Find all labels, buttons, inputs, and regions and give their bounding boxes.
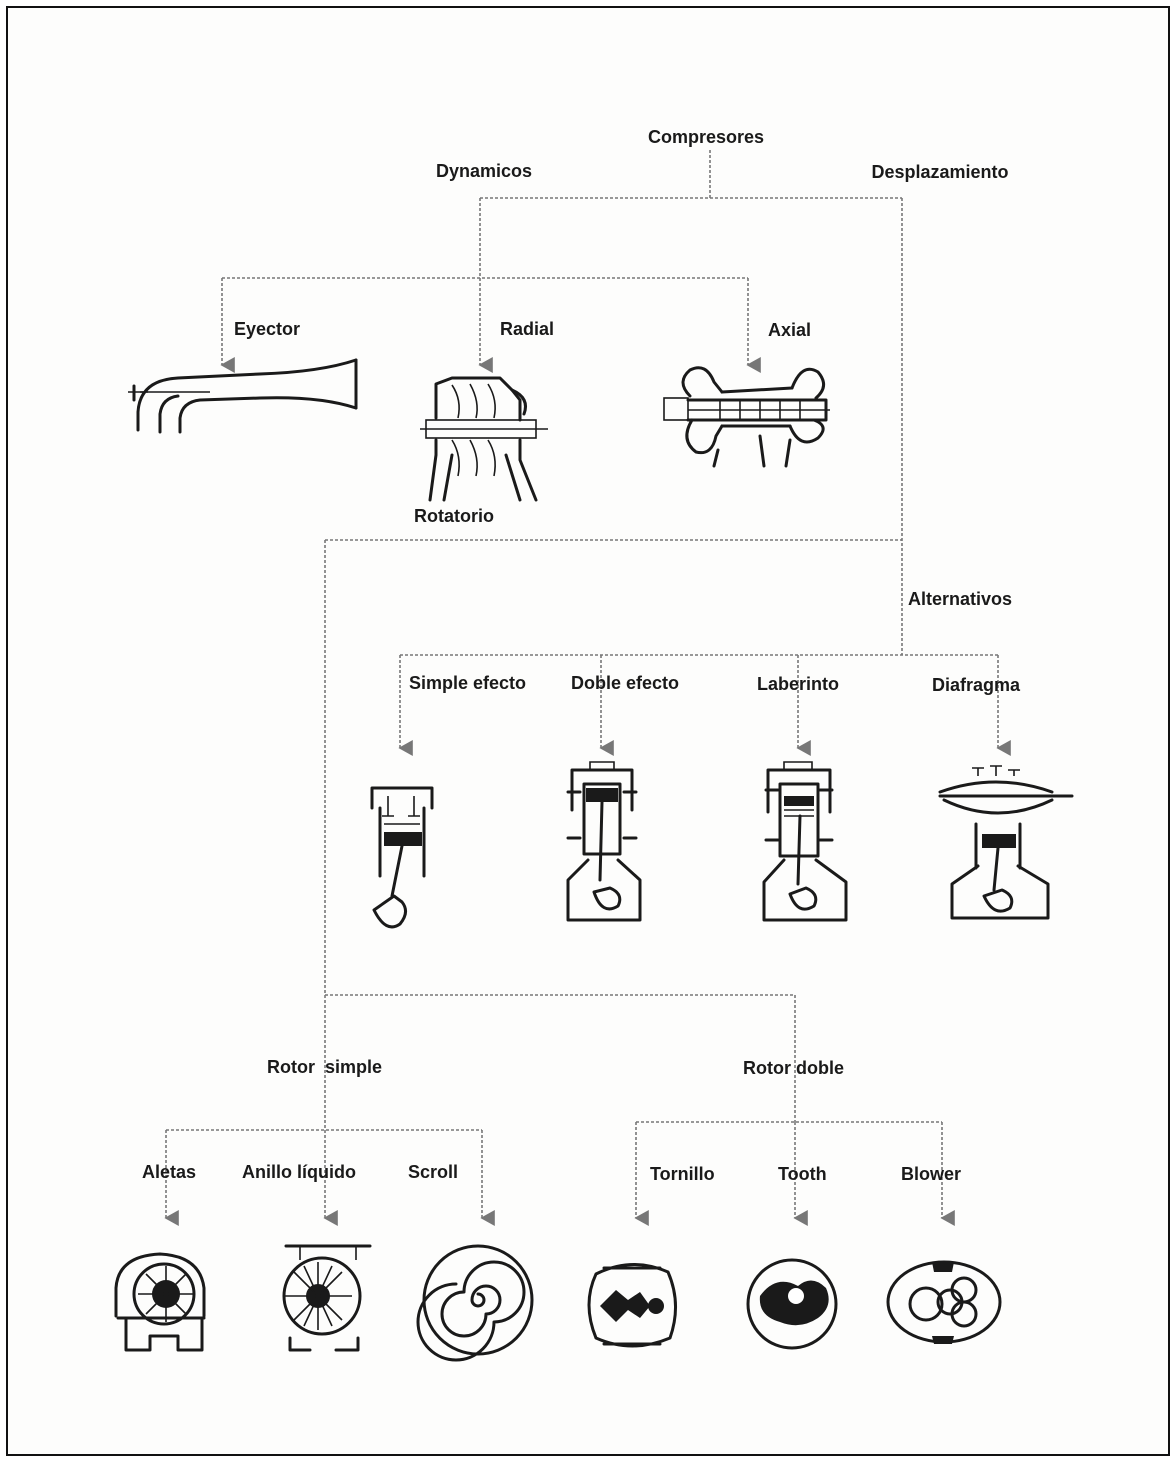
blower-compressor-illustration bbox=[888, 1262, 1000, 1344]
label-axial: Axial bbox=[768, 320, 811, 340]
label-rotary: Rotatorio bbox=[414, 506, 494, 526]
tooth-compressor-illustration bbox=[748, 1260, 836, 1348]
label-tooth: Tooth bbox=[778, 1164, 827, 1184]
label-double-rotor: Rotor doble bbox=[743, 1058, 844, 1078]
title-label: Compresores bbox=[648, 127, 764, 147]
scroll-compressor-illustration bbox=[418, 1246, 532, 1360]
label-single-rotor: Rotor simple bbox=[267, 1057, 382, 1077]
vane-compressor-illustration bbox=[116, 1254, 204, 1350]
screw-compressor-illustration bbox=[589, 1264, 676, 1346]
label-reciprocating: Alternativos bbox=[908, 589, 1012, 609]
label-radial: Radial bbox=[500, 319, 554, 339]
radial-compressor-illustration bbox=[420, 378, 548, 500]
label-tornillo: Tornillo bbox=[650, 1164, 715, 1184]
liquid-ring-compressor-illustration bbox=[284, 1246, 370, 1350]
labyrinth-piston-illustration bbox=[764, 762, 846, 920]
label-eyector: Eyector bbox=[234, 319, 300, 339]
diaphragm-compressor-illustration bbox=[940, 766, 1072, 918]
label-scroll: Scroll bbox=[408, 1162, 458, 1182]
label-anillo-liquido: Anillo líquido bbox=[242, 1162, 356, 1182]
ejector-illustration bbox=[128, 360, 356, 432]
label-dynamic: Dynamicos bbox=[436, 161, 532, 181]
label-simple-efecto: Simple efecto bbox=[409, 673, 526, 693]
double-acting-piston-illustration bbox=[568, 762, 640, 920]
single-acting-piston-illustration bbox=[372, 788, 432, 927]
label-laberinto: Laberinto bbox=[757, 674, 839, 694]
label-diafragma: Diafragma bbox=[932, 675, 1021, 695]
label-blower: Blower bbox=[901, 1164, 961, 1184]
axial-compressor-illustration bbox=[664, 368, 830, 466]
label-aletas: Aletas bbox=[142, 1162, 196, 1182]
label-doble-efecto: Doble efecto bbox=[571, 673, 679, 693]
label-displacement: Desplazamiento bbox=[871, 162, 1008, 182]
